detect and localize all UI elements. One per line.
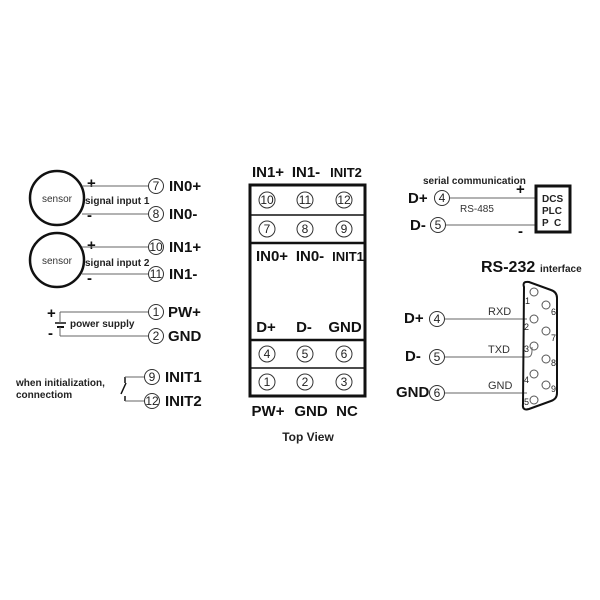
- switch-icon: [120, 376, 144, 402]
- txd-label: TXD: [488, 344, 510, 356]
- module-label-in1-plus: IN1+: [252, 164, 284, 181]
- svg-text:11: 11: [299, 193, 312, 207]
- svg-text:9: 9: [149, 370, 156, 384]
- rs485-bus-label: RS-485: [460, 204, 494, 215]
- rs232-subtitle: interface: [540, 264, 582, 275]
- module-label-init2: INIT2: [330, 165, 362, 180]
- rs232-label-gnd: GND: [396, 384, 430, 401]
- svg-text:1: 1: [525, 296, 530, 306]
- svg-text:PLC: PLC: [542, 206, 562, 217]
- module-label-pw-plus: PW+: [252, 403, 285, 420]
- svg-text:7: 7: [153, 179, 160, 193]
- svg-text:10: 10: [260, 193, 274, 207]
- sensor2-plus: +: [87, 237, 96, 254]
- sensor2-label: sensor: [42, 256, 73, 267]
- svg-text:3: 3: [341, 375, 348, 389]
- sensor2-circle: [28, 231, 86, 289]
- gnd-signal-label: GND: [488, 380, 513, 392]
- module-label-init1: INIT1: [332, 249, 364, 264]
- sensor1-label: sensor: [42, 194, 73, 205]
- pin-label-in1-plus: IN1+: [169, 239, 201, 256]
- svg-text:5: 5: [435, 218, 442, 232]
- sensor1-minus: -: [87, 207, 92, 224]
- db9-connector-icon: 1 2 3 4 5 6 7 8 9: [521, 280, 558, 411]
- pin-label-gnd: GND: [168, 328, 202, 345]
- rs232-group: RS-232 interface D+ 4 RXD D- 5 TXD GND 6…: [396, 259, 582, 411]
- rs485-title: serial communication: [423, 176, 526, 187]
- svg-text:7: 7: [264, 222, 271, 236]
- svg-text:8: 8: [153, 207, 160, 221]
- svg-text:11: 11: [150, 267, 163, 281]
- power-supply-group: + - power supply 1 PW+ 2 GND: [47, 304, 202, 345]
- module-label-nc: NC: [336, 403, 358, 420]
- module-outline: [248, 183, 367, 398]
- rs232-label-d-plus: D+: [404, 310, 424, 327]
- battery-icon: [55, 312, 66, 336]
- rs485-label-d-minus: D-: [410, 217, 426, 234]
- svg-text:P C: P C: [542, 218, 561, 229]
- top-view-caption: Top View: [282, 430, 334, 444]
- init-note-line1: when initialization,: [15, 378, 105, 389]
- pin-label-init2: INIT2: [165, 393, 202, 410]
- sensor1-plus: +: [87, 175, 96, 192]
- dcs-plc-pc-box: [534, 184, 572, 234]
- module-label-in0-plus: IN0+: [256, 248, 288, 265]
- svg-text:4: 4: [264, 347, 271, 361]
- svg-text:2: 2: [153, 329, 160, 343]
- pin-label-init1: INIT1: [165, 369, 202, 386]
- svg-text:9: 9: [341, 222, 348, 236]
- rs485-label-d-plus: D+: [408, 190, 428, 207]
- pin-label-in1-minus: IN1-: [169, 266, 197, 283]
- pin-label-in0-minus: IN0-: [169, 206, 197, 223]
- rxd-label: RXD: [488, 306, 511, 318]
- rs232-title: RS-232: [481, 259, 535, 276]
- sensor1-group: sensor + - signal input 1 7 IN0+ 8 IN0-: [28, 169, 201, 227]
- sensor1-circle: [28, 169, 86, 227]
- power-supply-label: power supply: [70, 319, 135, 330]
- init-note-line2: connectiom: [16, 390, 72, 401]
- module-label-gnd: GND: [328, 319, 362, 336]
- sensor2-minus: -: [87, 270, 92, 287]
- svg-text:12: 12: [145, 394, 159, 408]
- pin-label-pw-plus: PW+: [168, 304, 201, 321]
- svg-text:8: 8: [551, 358, 556, 368]
- svg-text:12: 12: [337, 193, 351, 207]
- svg-text:4: 4: [439, 191, 446, 205]
- svg-text:7: 7: [551, 333, 556, 343]
- svg-text:5: 5: [524, 397, 529, 407]
- module-label-gnd-bottom: GND: [294, 403, 328, 420]
- init-switch-group: when initialization, connectiom 9 INIT1 …: [15, 369, 202, 410]
- svg-text:5: 5: [434, 350, 441, 364]
- rs232-label-d-minus: D-: [405, 348, 421, 365]
- sensor2-signal-label: signal input 2: [85, 258, 150, 269]
- power-plus: +: [47, 305, 56, 322]
- rs485-group: serial communication D+ 4 RS-485 + D- 5 …: [408, 176, 572, 240]
- svg-text:2: 2: [524, 322, 529, 332]
- pin-label-in0-plus: IN0+: [169, 178, 201, 195]
- module-label-d-minus: D-: [296, 319, 312, 336]
- module-label-d-plus: D+: [256, 319, 276, 336]
- svg-text:4: 4: [434, 312, 441, 326]
- sensor1-signal-label: signal input 1: [85, 196, 150, 207]
- svg-text:9: 9: [551, 384, 556, 394]
- svg-text:2: 2: [302, 375, 309, 389]
- svg-text:-: -: [518, 223, 523, 240]
- svg-text:6: 6: [551, 307, 556, 317]
- svg-text:5: 5: [302, 347, 309, 361]
- svg-text:6: 6: [434, 386, 441, 400]
- svg-text:6: 6: [341, 347, 348, 361]
- module-top-view: IN1+ IN1- INIT2 10 11 12 7 8 9 IN0+ IN0-…: [248, 164, 367, 444]
- svg-text:1: 1: [153, 305, 160, 319]
- power-minus: -: [48, 325, 53, 342]
- svg-text:10: 10: [149, 240, 163, 254]
- module-label-in0-minus: IN0-: [296, 248, 324, 265]
- svg-text:1: 1: [264, 375, 271, 389]
- sensor2-group: sensor + - signal input 2 10 IN1+ 11 IN1…: [28, 231, 201, 289]
- svg-text:+: +: [516, 181, 525, 198]
- svg-text:4: 4: [524, 375, 529, 385]
- module-label-in1-minus: IN1-: [292, 164, 320, 181]
- svg-text:8: 8: [302, 222, 309, 236]
- svg-text:DCS: DCS: [542, 194, 563, 205]
- svg-text:3: 3: [524, 344, 529, 354]
